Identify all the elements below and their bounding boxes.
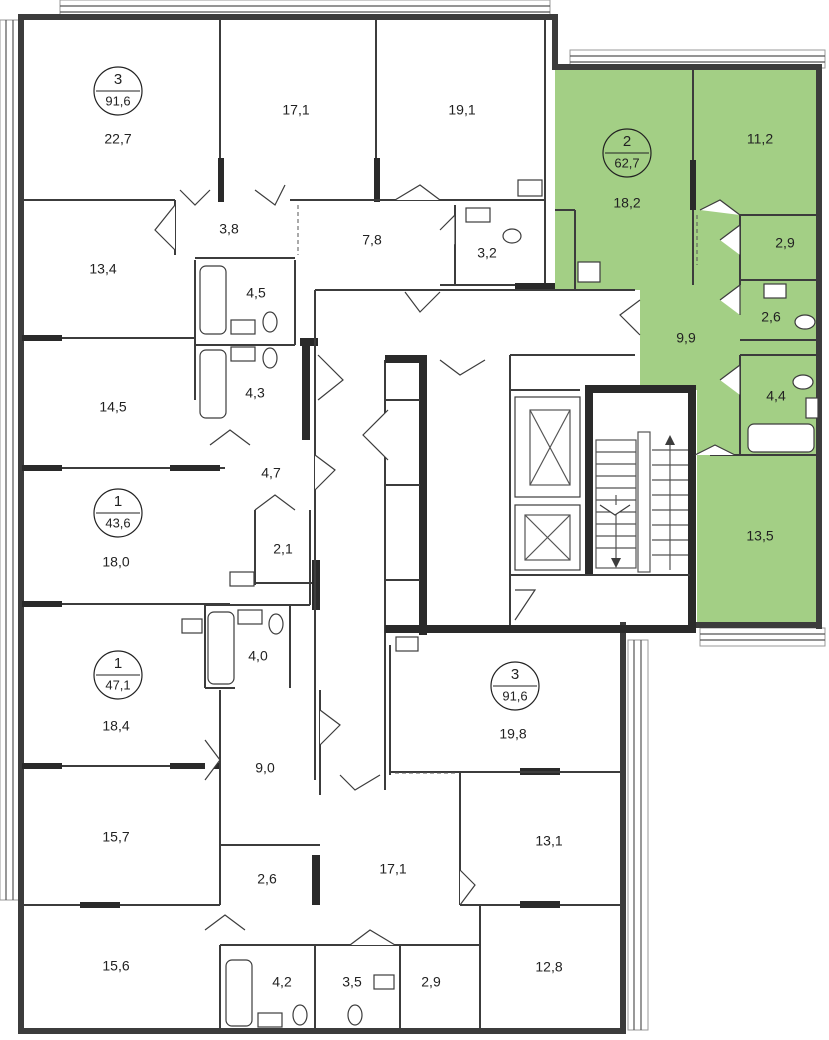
room-area: 4,2 [272, 974, 292, 990]
bathtub-icon [199, 265, 227, 335]
toilet-icon [292, 1004, 308, 1026]
room-area: 18,4 [102, 718, 129, 734]
apartment-rooms-count: 3 [511, 666, 519, 683]
room-area: 2,6 [257, 871, 277, 887]
room-area: 17,1 [379, 861, 406, 877]
toilet-icon [794, 314, 816, 330]
apartment-rooms-count: 3 [114, 71, 122, 88]
room-area: 12,8 [535, 959, 562, 975]
sink-icon [517, 179, 543, 197]
room-area: 2,9 [775, 235, 795, 251]
bathtub-icon [747, 423, 815, 453]
apartment-2-highlight[interactable] [555, 70, 818, 625]
apartment-total-area: 43,6 [105, 515, 130, 530]
apartment-2-fill [555, 70, 818, 625]
apartment-total-area: 62,7 [614, 155, 639, 170]
room-area: 19,8 [499, 726, 526, 742]
apartment-rooms-count: 2 [623, 133, 631, 150]
room-area: 4,0 [248, 648, 268, 664]
room-area: 9,9 [676, 330, 696, 346]
room-area: 3,5 [342, 974, 362, 990]
room-area: 2,9 [421, 974, 441, 990]
room-area: 13,4 [89, 261, 116, 277]
room-area: 9,0 [255, 760, 275, 776]
sink-icon [237, 609, 263, 625]
outer-walls [18, 14, 822, 1034]
sink-icon [763, 283, 787, 299]
apartment-rooms-count: 1 [114, 493, 122, 510]
staircase [595, 431, 688, 573]
sink-icon [465, 207, 491, 223]
toilet-icon [262, 347, 278, 369]
room-area: 4,5 [246, 285, 266, 301]
room-area: 18,2 [613, 195, 640, 211]
apartment-badge-3-top[interactable]: 3 91,6 [93, 66, 143, 116]
sink-icon [181, 618, 203, 634]
apartment-total-area: 91,6 [105, 93, 130, 108]
toilet-icon [502, 228, 522, 244]
bathroom-fixtures [181, 179, 819, 1028]
room-area: 11,2 [747, 131, 773, 147]
room-area: 13,1 [535, 833, 562, 849]
apartment-badge-3-bottom[interactable]: 3 91,6 [490, 661, 540, 711]
room-area: 15,7 [102, 829, 129, 845]
room-area: 17,1 [282, 102, 309, 118]
sink-icon [395, 636, 419, 652]
toilet-icon [268, 613, 284, 635]
apartment-badge-1-lower[interactable]: 1 47,1 [93, 650, 143, 700]
room-area: 4,4 [766, 388, 786, 404]
room-area: 13,5 [746, 528, 773, 544]
toilet-icon [262, 311, 278, 333]
open-boundaries [297, 205, 698, 774]
apartment-rooms-count: 1 [114, 655, 122, 672]
bathtub-icon [199, 349, 227, 419]
room-area: 18,0 [102, 554, 129, 570]
bathtub-icon [225, 959, 253, 1027]
sink-icon [257, 1012, 283, 1028]
room-area: 19,1 [448, 102, 475, 118]
doors [154, 184, 741, 946]
sink-icon [577, 261, 601, 283]
toilet-icon [792, 374, 814, 390]
bathtub-icon [207, 611, 235, 685]
apartment-total-area: 91,6 [502, 688, 527, 703]
sink-icon [373, 974, 395, 990]
sink-icon [805, 397, 819, 419]
sink-icon [230, 319, 256, 335]
room-area: 4,7 [261, 465, 281, 481]
apartment-badges: 3 91,6 2 62,7 1 43,6 1 47,1 3 91,6 [93, 66, 652, 711]
room-area: 7,8 [362, 232, 382, 248]
room-area: 3,8 [219, 221, 239, 237]
apartment-badge-2[interactable]: 2 62,7 [602, 128, 652, 178]
interior-walls [22, 20, 818, 1030]
room-area: 2,6 [761, 309, 781, 325]
room-labels: 22,7 17,1 19,1 11,2 18,2 3,8 7,8 3,2 2,9… [89, 102, 795, 990]
sink-icon [229, 571, 255, 587]
apartment-badge-1-upper[interactable]: 1 43,6 [93, 488, 143, 538]
apartment-total-area: 47,1 [105, 677, 130, 692]
room-area: 14,5 [99, 399, 126, 415]
room-area: 2,1 [273, 541, 293, 557]
room-area: 4,3 [245, 385, 265, 401]
room-area: 3,2 [477, 245, 497, 261]
sink-icon [230, 346, 256, 362]
room-area: 22,7 [104, 131, 131, 147]
toilet-icon [347, 1004, 363, 1026]
room-area: 15,6 [102, 958, 129, 974]
